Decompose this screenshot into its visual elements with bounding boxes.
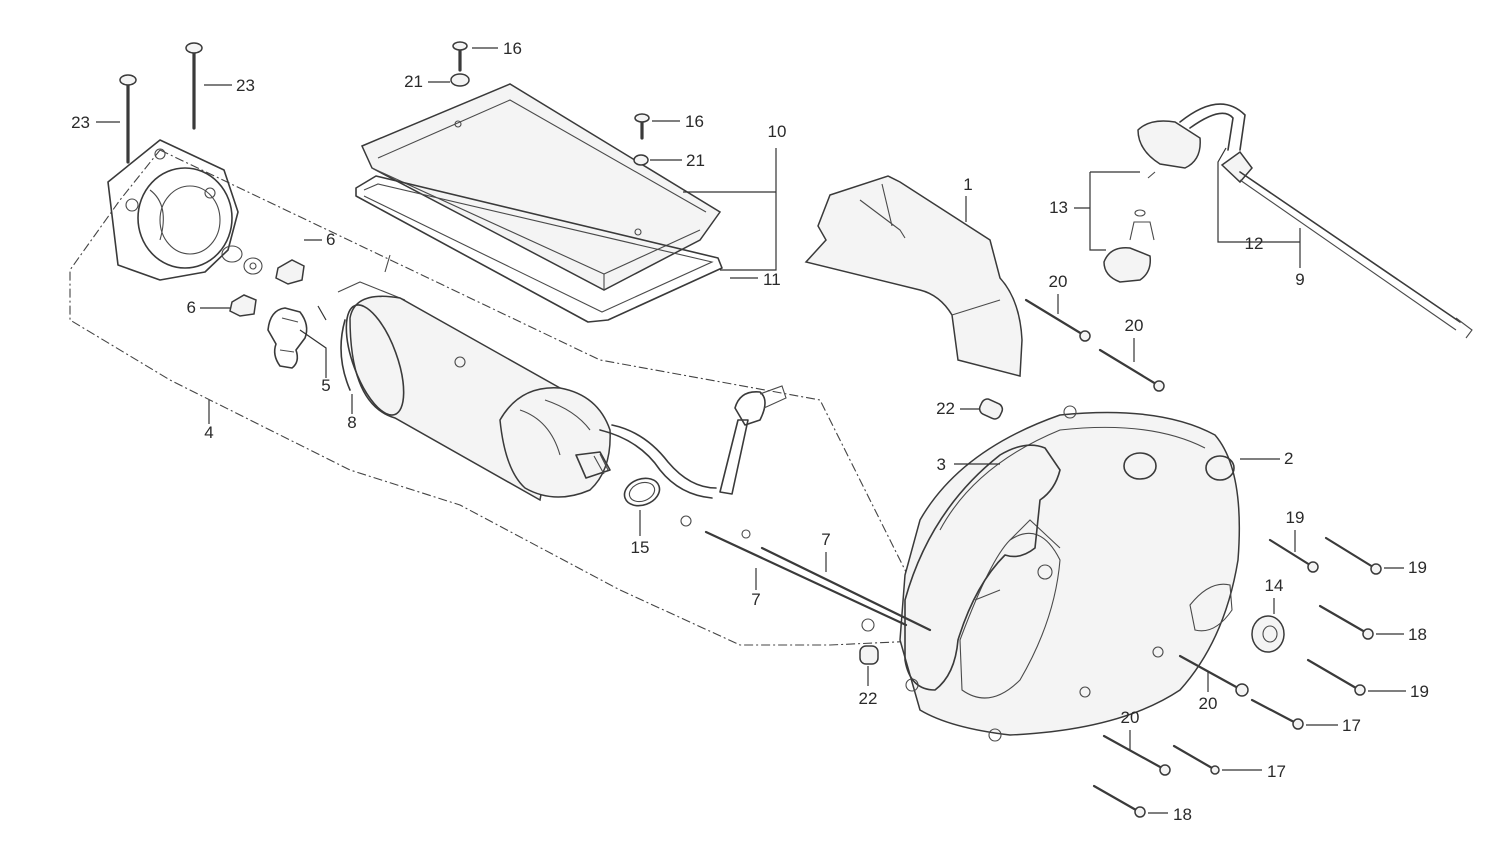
part-18-bolt-a bbox=[1318, 604, 1374, 640]
part-22-dowel-upper bbox=[978, 398, 1004, 420]
part-10-cover bbox=[360, 83, 722, 291]
part-16-screw-lower bbox=[634, 113, 650, 140]
part-11-gasket bbox=[355, 175, 723, 323]
part-16-screw-upper bbox=[452, 41, 468, 72]
callout-c21a: 21 bbox=[404, 72, 423, 91]
callout-c18a: 18 bbox=[1408, 625, 1427, 644]
part-1-plate bbox=[804, 175, 1023, 377]
part-2-main-cover bbox=[899, 405, 1241, 742]
starter-lead-wire bbox=[599, 385, 787, 499]
callout-c12: 12 bbox=[1245, 234, 1264, 253]
callout-c6b: 6 bbox=[187, 298, 196, 317]
callout-labels: 1234566778910111213141516161717181819191… bbox=[71, 39, 1429, 824]
part-18-bolt-b bbox=[1092, 784, 1146, 818]
part-21-washer-upper bbox=[450, 73, 470, 87]
callout-c20d: 20 bbox=[1121, 708, 1140, 727]
callout-c11: 11 bbox=[763, 270, 781, 289]
callout-c20b: 20 bbox=[1125, 316, 1144, 335]
part-17-bolt-b bbox=[1172, 744, 1220, 775]
callout-c21b: 21 bbox=[686, 151, 705, 170]
callout-c8: 8 bbox=[347, 413, 356, 432]
callout-c16b: 16 bbox=[685, 112, 704, 131]
callout-c18b: 18 bbox=[1173, 805, 1192, 824]
part-9-cable bbox=[1239, 171, 1473, 339]
callout-c14: 14 bbox=[1265, 576, 1284, 595]
callout-c4: 4 bbox=[204, 423, 213, 442]
part-7-through-bolts bbox=[680, 515, 932, 632]
callout-c15: 15 bbox=[631, 538, 650, 557]
callout-c19c: 19 bbox=[1410, 682, 1429, 701]
callout-c9: 9 bbox=[1295, 270, 1304, 289]
callout-c2: 2 bbox=[1284, 449, 1293, 468]
callout-c19b: 19 bbox=[1408, 558, 1427, 577]
part-6-brush-holder-upper bbox=[275, 259, 305, 285]
part-6-brush-holder-lower bbox=[229, 294, 257, 317]
callout-c20a: 20 bbox=[1049, 272, 1068, 291]
part-23-bolt-short bbox=[119, 74, 137, 164]
part-20-bolt-a bbox=[1024, 298, 1091, 342]
part-14-grommet bbox=[1251, 615, 1285, 653]
part-20-bolt-d bbox=[1102, 734, 1171, 776]
callout-c23a: 23 bbox=[236, 76, 255, 95]
part-22-dowel-lower bbox=[859, 645, 879, 665]
callout-c22a: 22 bbox=[936, 399, 955, 418]
callout-c20c: 20 bbox=[1199, 694, 1218, 713]
callout-c17a: 17 bbox=[1342, 716, 1361, 735]
part-13-switch bbox=[1103, 171, 1156, 283]
part-20-bolt-b bbox=[1098, 348, 1165, 392]
callout-c13: 13 bbox=[1049, 198, 1068, 217]
callout-c22b: 22 bbox=[859, 689, 878, 708]
starter-motor-body bbox=[345, 295, 611, 502]
part-5-brush-assembly bbox=[267, 307, 308, 369]
callout-c17b: 17 bbox=[1267, 762, 1286, 781]
assembly-boundary-4 bbox=[69, 149, 941, 646]
callout-c7a: 7 bbox=[821, 530, 830, 549]
part-20-bolt-c bbox=[1178, 654, 1249, 697]
callout-c5: 5 bbox=[321, 376, 330, 395]
callout-c6a: 6 bbox=[326, 230, 335, 249]
part-15-o-ring bbox=[623, 477, 661, 507]
part-12-cable-bracket bbox=[1137, 103, 1253, 184]
callout-c1: 1 bbox=[963, 175, 972, 194]
callout-c10: 10 bbox=[768, 122, 787, 141]
callout-c7b: 7 bbox=[751, 590, 760, 609]
part-19-bolt-a bbox=[1268, 538, 1319, 573]
part-17-bolt-a bbox=[1250, 698, 1304, 730]
part-3-cover-gasket bbox=[904, 444, 1061, 691]
callout-c23b: 23 bbox=[71, 113, 90, 132]
leader-lines bbox=[96, 47, 1406, 814]
callout-c19a: 19 bbox=[1286, 508, 1305, 527]
part-19-bolt-c bbox=[1306, 658, 1366, 696]
callout-c3: 3 bbox=[937, 455, 946, 474]
part-4-end-housing bbox=[107, 139, 263, 281]
part-23-bolt-long bbox=[185, 42, 203, 130]
part-19-bolt-b bbox=[1324, 536, 1382, 575]
callout-c16a: 16 bbox=[503, 39, 522, 58]
part-21-washer-lower bbox=[633, 154, 649, 166]
